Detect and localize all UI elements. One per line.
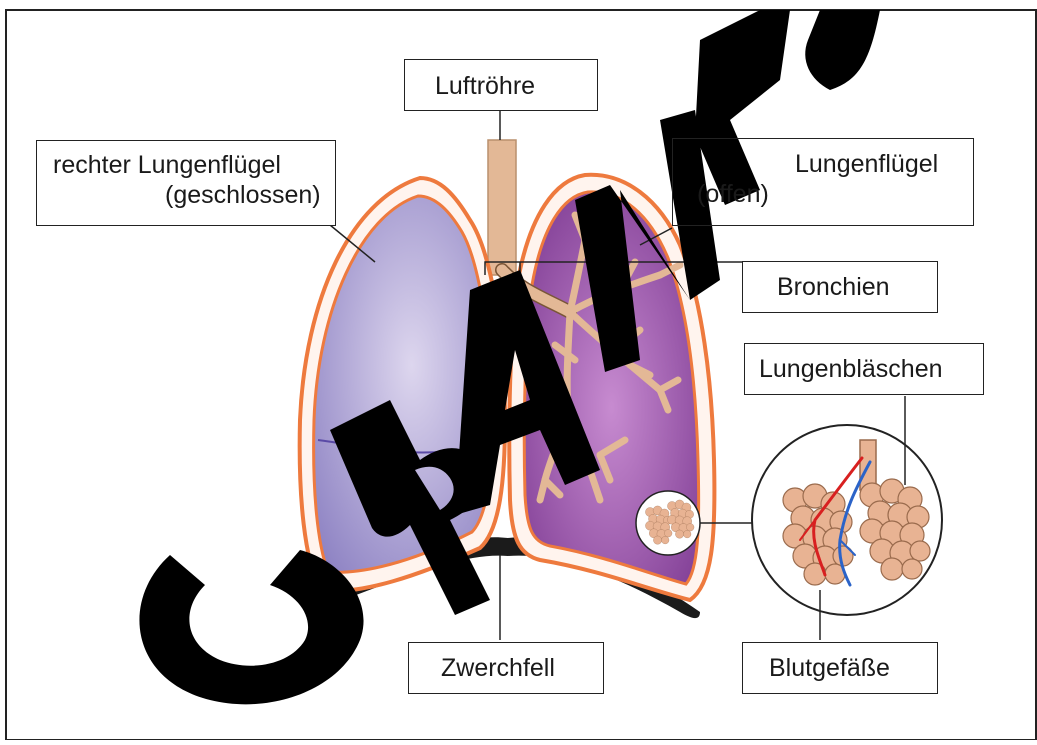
trachea [488,140,516,275]
label-left-lung-line1: Lungenflügel [697,149,973,179]
label-trachea: Luftröhre [404,59,598,111]
label-diaphragm: Zwerchfell [408,642,604,694]
label-alveoli: Lungenbläschen [744,343,984,395]
label-alveoli-text: Lungenbläschen [759,354,983,384]
label-trachea-text: Luftröhre [435,71,597,101]
label-blood-vessels-text: Blutgefäße [769,653,937,683]
label-left-lung: Lungenflügel (offen) [672,138,974,226]
label-diaphragm-text: Zwerchfell [441,653,603,683]
label-bronchi-text: Bronchien [777,272,937,302]
label-bronchi: Bronchien [742,261,938,313]
label-right-lung: rechter Lungenflügel (geschlossen) [36,140,336,226]
label-right-lung-line1: rechter Lungenflügel [53,150,335,180]
label-left-lung-line2: (offen) [697,179,973,209]
label-blood-vessels: Blutgefäße [742,642,938,694]
label-right-lung-line2: (geschlossen) [53,180,335,210]
